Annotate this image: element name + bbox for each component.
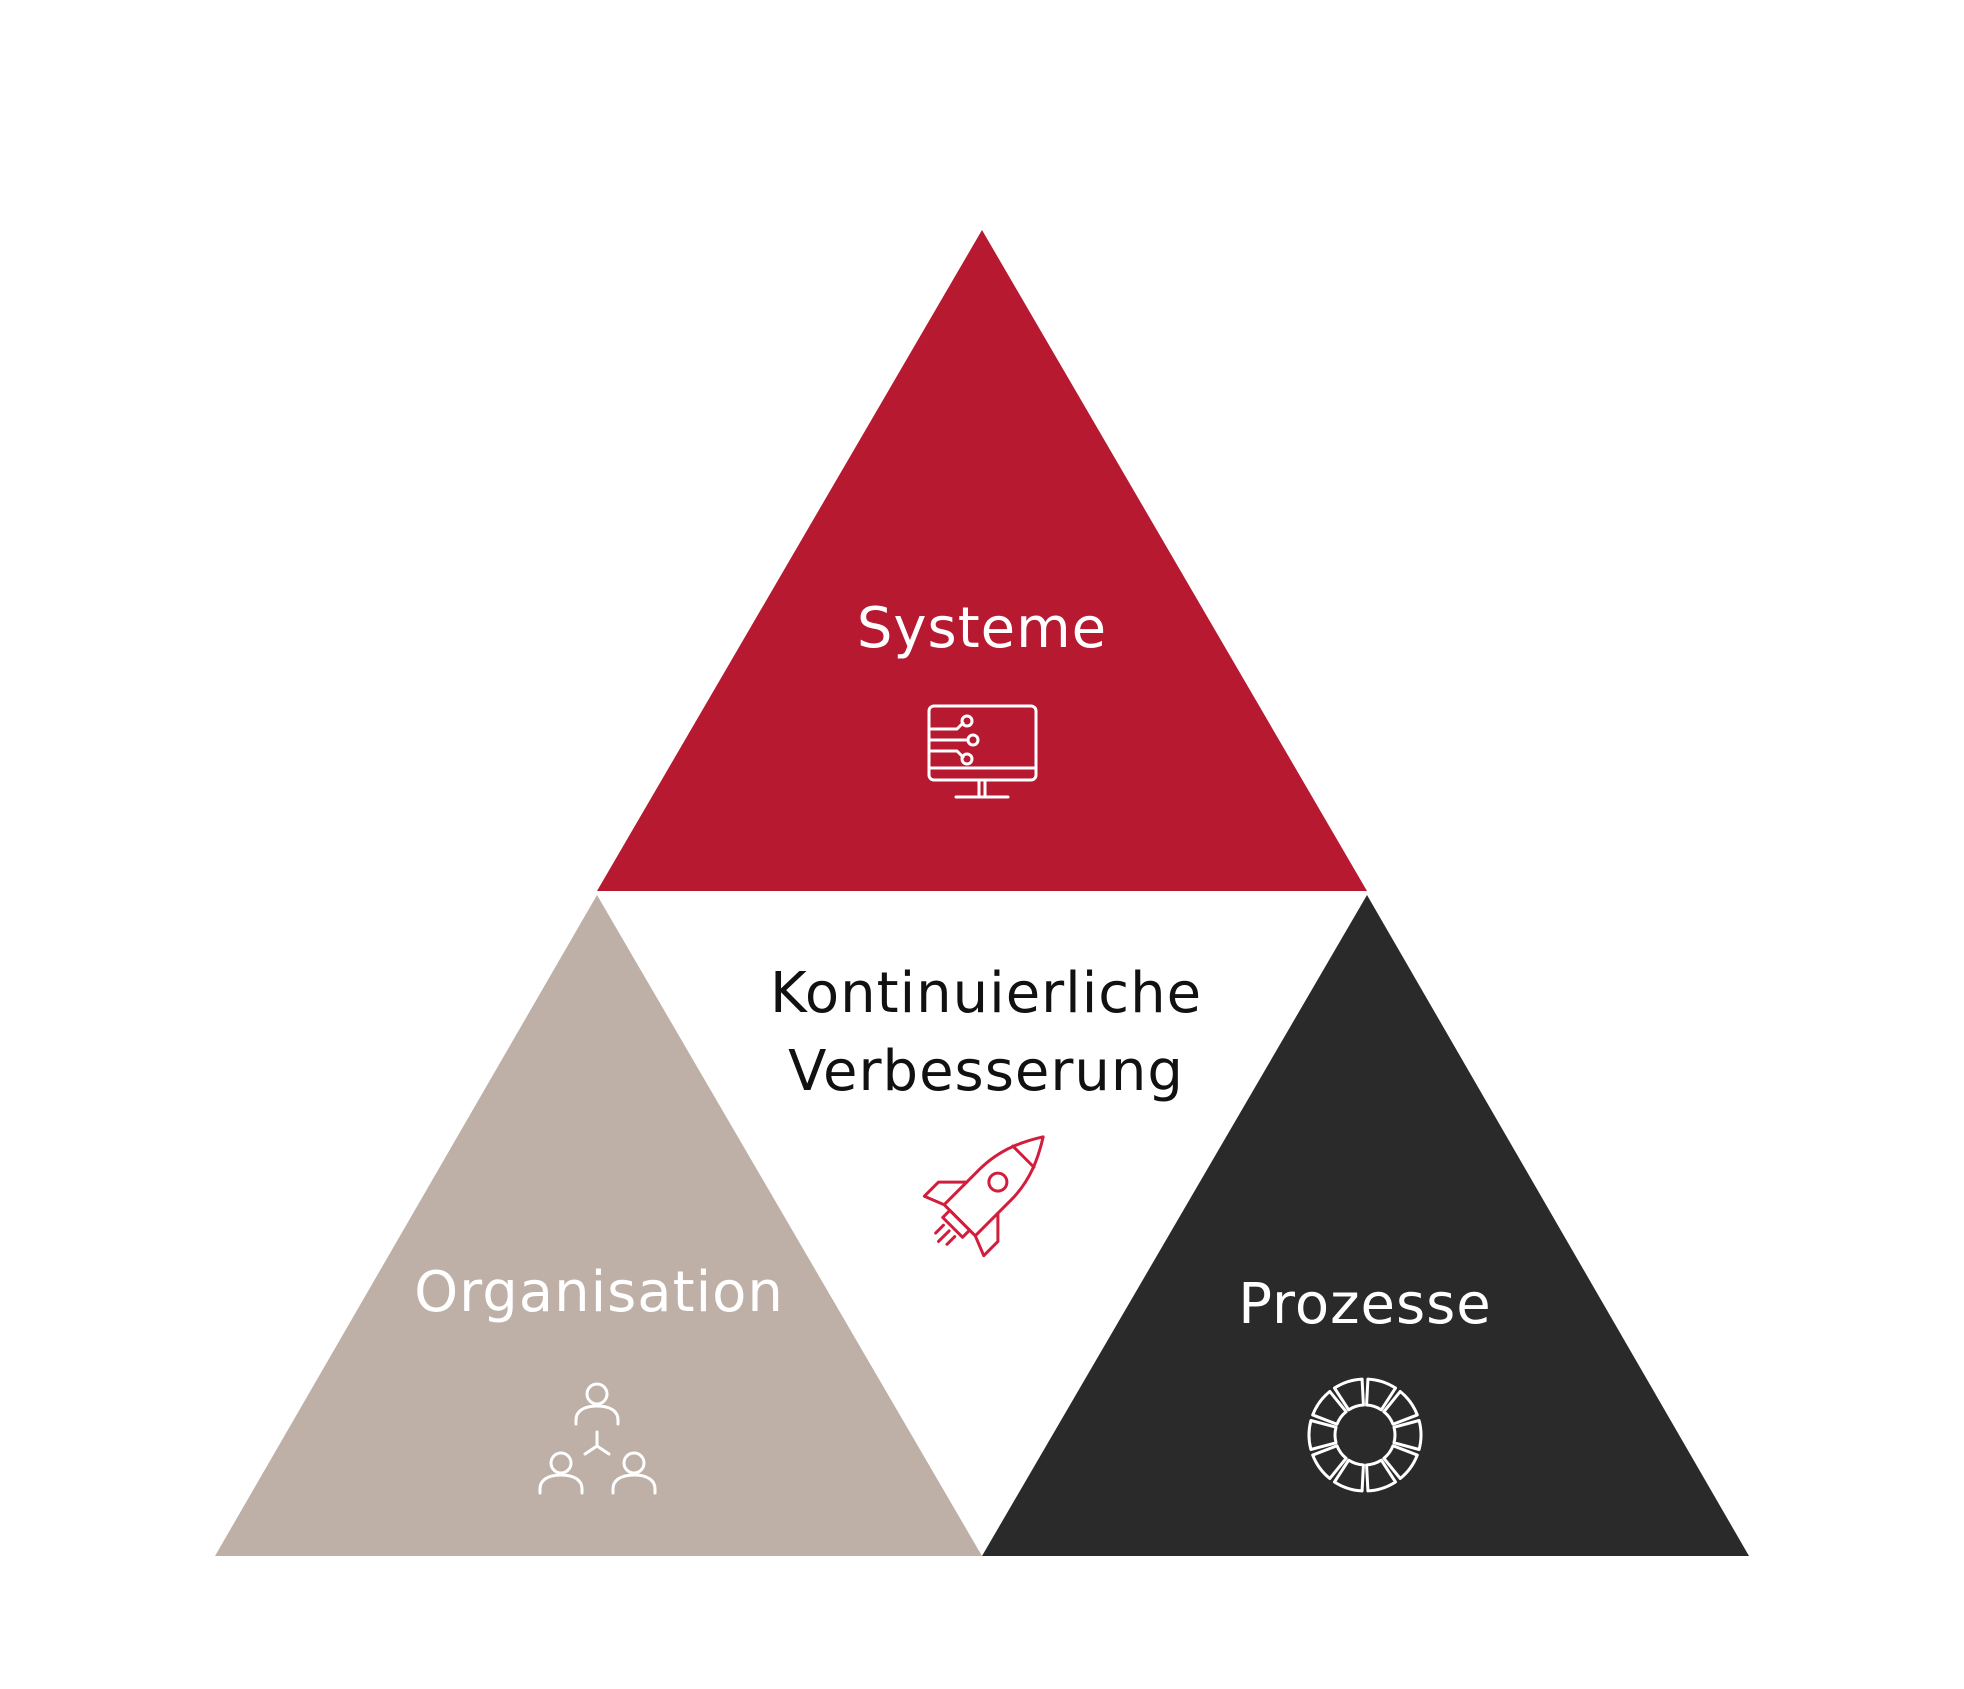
cycle-segments-icon: [1307, 1377, 1423, 1493]
cycle-segment: [1365, 1458, 1397, 1493]
cycle-segment: [1307, 1419, 1338, 1451]
cycle-segment: [1382, 1389, 1419, 1426]
systeme-triangle: [597, 230, 1367, 891]
center-title-line2: Verbesserung: [788, 1039, 1184, 1104]
cycle-segment: [1333, 1458, 1365, 1493]
cycle-segment: [1311, 1389, 1348, 1426]
org-hierarchy-icon: [538, 1382, 657, 1495]
organisation-label: Organisation: [414, 1260, 784, 1325]
prozesse-triangle: [982, 895, 1749, 1556]
rocket-icon: [922, 1135, 1045, 1258]
cycle-segment: [1333, 1377, 1365, 1412]
cycle-segment: [1365, 1377, 1397, 1412]
cycle-segment: [1311, 1444, 1348, 1481]
organisation-triangle: [215, 895, 982, 1556]
cycle-segment: [1382, 1444, 1419, 1481]
monitor-circuit-icon: [927, 704, 1038, 799]
prozesse-label: Prozesse: [1238, 1272, 1492, 1337]
cycle-segment: [1392, 1419, 1423, 1451]
center-title-line1: Kontinuierliche: [770, 961, 1202, 1026]
systeme-label: Systeme: [857, 596, 1107, 661]
